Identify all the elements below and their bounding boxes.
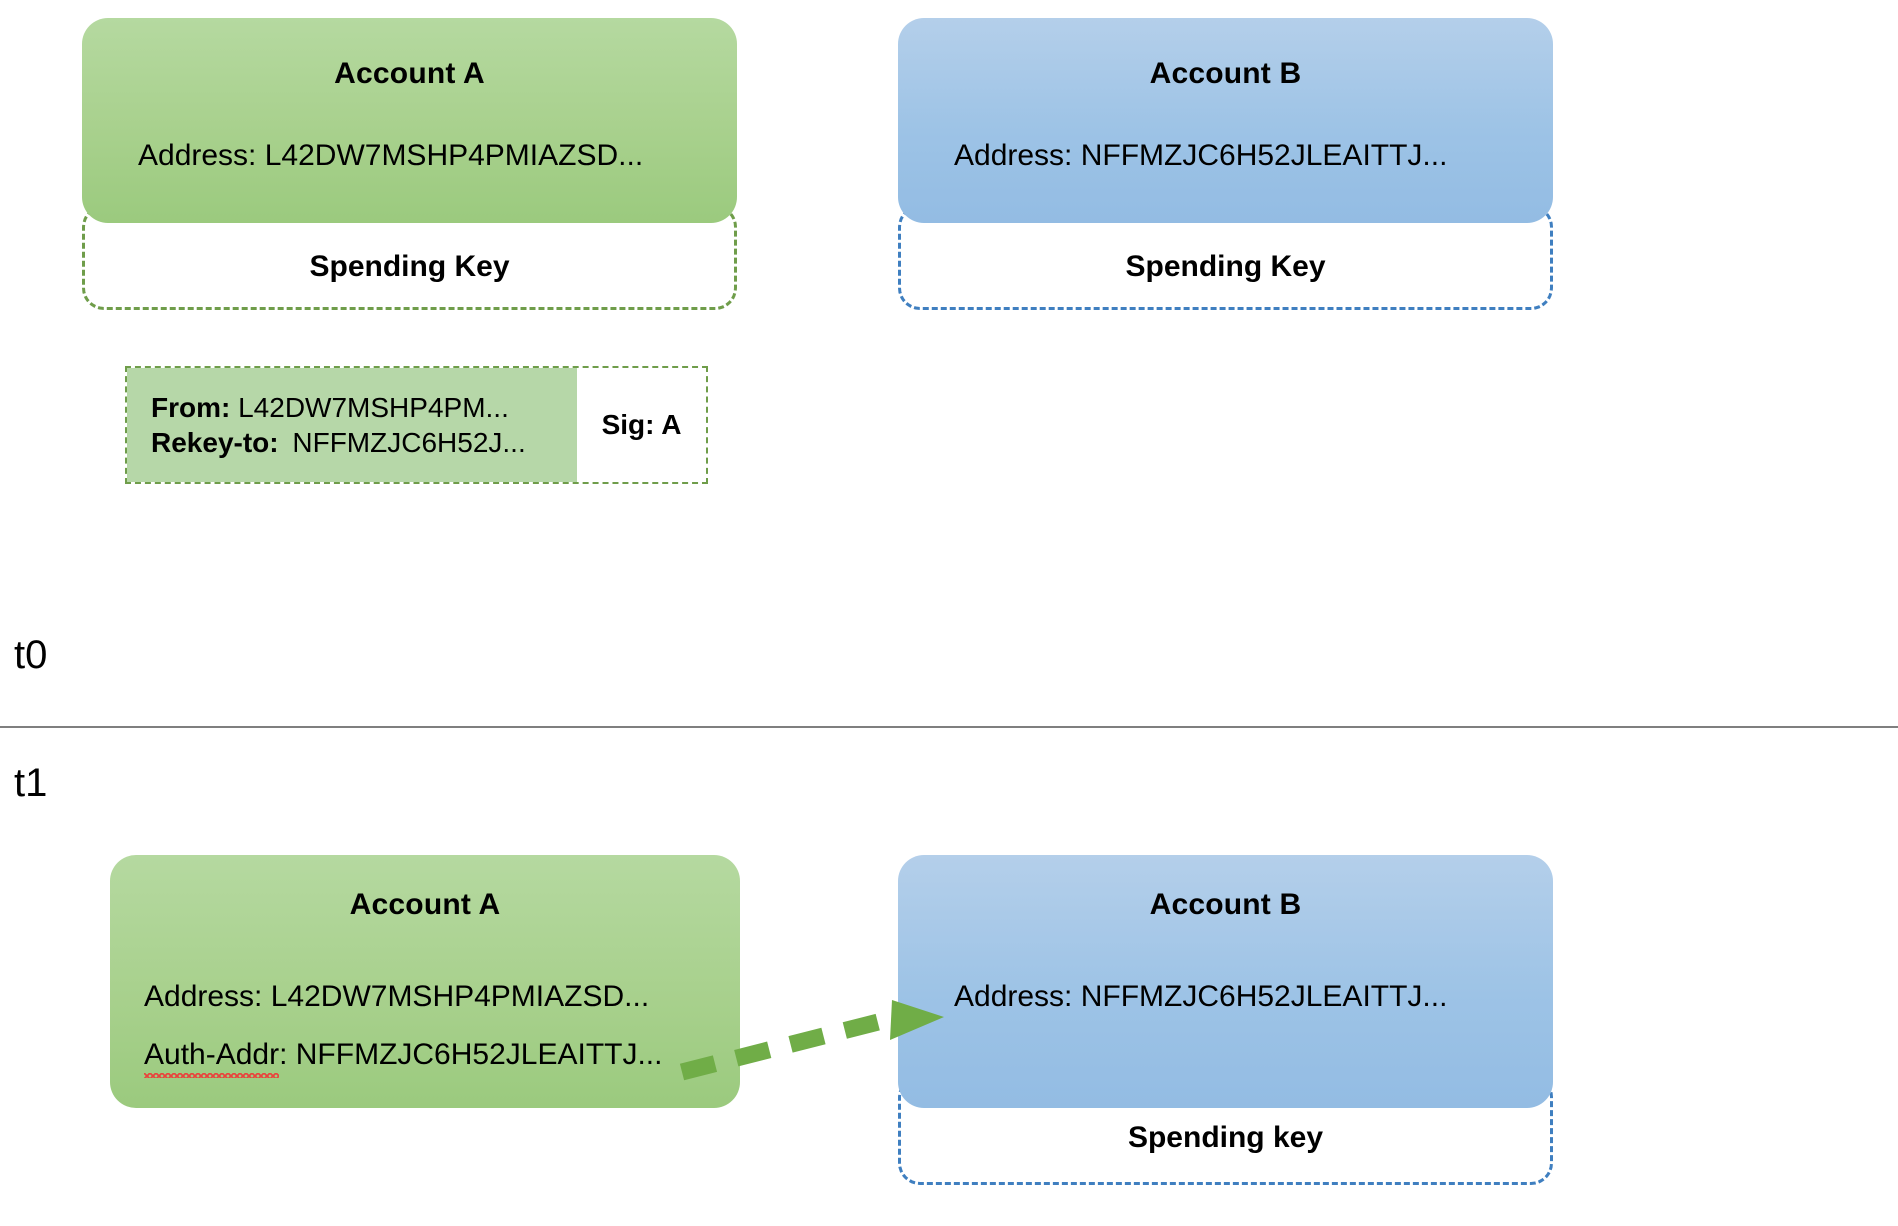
timeline-label-t0: t0 bbox=[14, 633, 48, 677]
rekey-auth-arrow-shaft bbox=[679, 1009, 897, 1081]
t1-account-a-auth-addr-value: NFFMZJC6H52JLEAITTJ... bbox=[295, 1038, 663, 1071]
rekey-auth-arrow-head bbox=[890, 1000, 944, 1040]
t0-account-a-card: Account A Address: L42DW7MSHP4PMIAZSD... bbox=[82, 18, 737, 223]
t1-account-a-auth-addr-row: Auth-Addr: NFFMZJC6H52JLEAITTJ... bbox=[144, 1038, 663, 1078]
t1-account-a-title: Account A bbox=[349, 888, 501, 921]
t0-transaction-rekey-value: NFFMZJC6H52J... bbox=[292, 427, 526, 458]
t1-account-b-spending-key-label: Spending key bbox=[1127, 1121, 1324, 1154]
t0-account-a-address: Address: L42DW7MSHP4PMIAZSD... bbox=[138, 139, 644, 172]
t0-account-a-title: Account A bbox=[334, 57, 485, 90]
t0-transaction-rekey-row: Rekey-to: NFFMZJC6H52J... bbox=[151, 426, 561, 459]
t0-transaction-from-value: L42DW7MSHP4PM... bbox=[238, 391, 509, 423]
t0-account-b-address: Address: NFFMZJC6H52JLEAITTJ... bbox=[954, 139, 1448, 172]
t0-transaction-from-label: From: bbox=[151, 391, 231, 423]
t0-account-b-title: Account B bbox=[1149, 57, 1302, 90]
t1-account-a-address: Address: L42DW7MSHP4PMIAZSD... bbox=[144, 980, 650, 1013]
t0-account-b-spending-key-label: Spending Key bbox=[1125, 250, 1326, 283]
rekey-auth-arrow bbox=[679, 1000, 944, 1081]
t0-transaction-from-row: From: L42DW7MSHP4PM... bbox=[151, 391, 561, 424]
t1-account-b-title: Account B bbox=[1149, 888, 1302, 921]
t0-account-b-card: Account B Address: NFFMZJC6H52JLEAITTJ..… bbox=[898, 18, 1553, 223]
timeline-divider bbox=[0, 726, 1898, 728]
t1-account-b-card: Account B Address: NFFMZJC6H52JLEAITTJ..… bbox=[898, 855, 1553, 1108]
t1-account-a-card: Account A Address: L42DW7MSHP4PMIAZSD...… bbox=[110, 855, 740, 1108]
t0-transaction-fields: From: L42DW7MSHP4PM... Rekey-to: NFFMZJC… bbox=[127, 368, 577, 482]
t0-transaction-rekey-label: Rekey-to: bbox=[151, 427, 279, 458]
t0-transaction-signature: Sig: A bbox=[601, 409, 682, 440]
t1-account-a-auth-addr-label: Auth-Addr bbox=[144, 1038, 280, 1078]
timeline-label-t1: t1 bbox=[14, 761, 48, 805]
t0-rekey-transaction: From: L42DW7MSHP4PM... Rekey-to: NFFMZJC… bbox=[125, 366, 708, 484]
t1-account-b-address: Address: NFFMZJC6H52JLEAITTJ... bbox=[954, 980, 1448, 1013]
t0-account-a-spending-key-label: Spending Key bbox=[309, 250, 510, 283]
t1-account-a-auth-addr-colon: : bbox=[279, 1038, 288, 1071]
